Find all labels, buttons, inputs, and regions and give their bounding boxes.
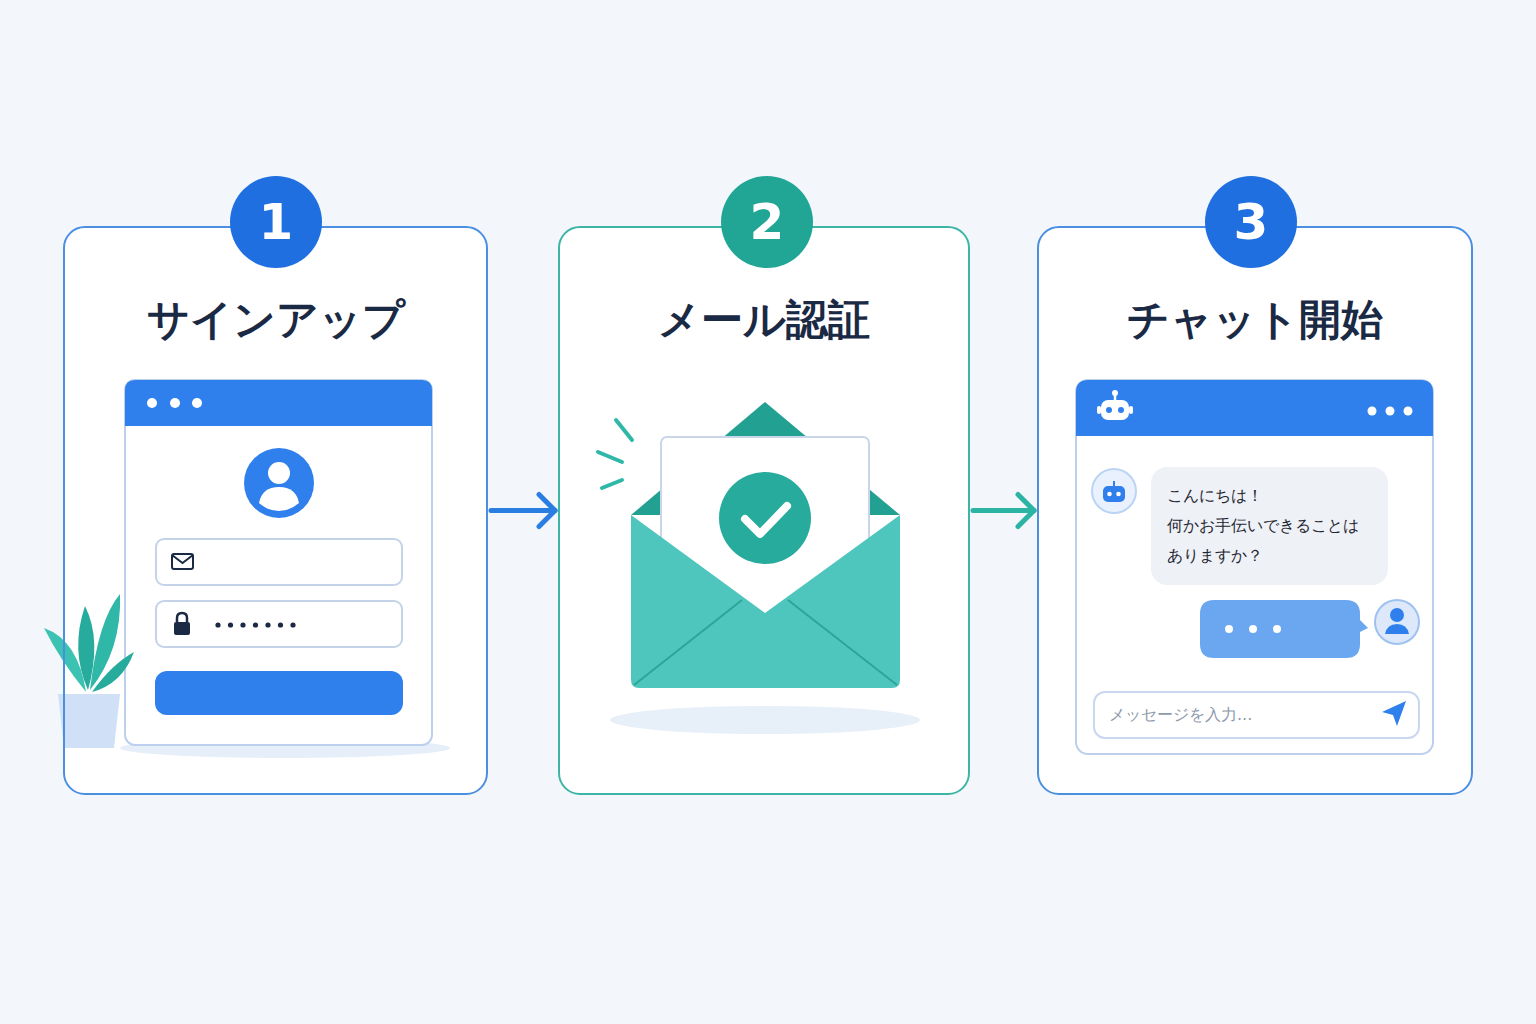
envelope-fold xyxy=(634,600,897,685)
email-field xyxy=(156,539,402,585)
password-dot xyxy=(265,622,270,627)
step-panel: サインアップ1 xyxy=(63,226,488,795)
robot-antenna-tip xyxy=(1112,390,1118,396)
send-icon xyxy=(1382,701,1406,726)
panel-ground xyxy=(1037,226,1473,795)
password-dot xyxy=(253,622,258,627)
plant xyxy=(44,594,134,748)
window-dot xyxy=(170,398,180,408)
user-avatar xyxy=(1375,600,1419,644)
user-avatar-body xyxy=(1385,624,1409,634)
user-avatar-head xyxy=(1390,608,1404,622)
step-number: 1 xyxy=(259,197,294,247)
chat-message: こんにちは！ 何かお手伝いできることは ありますか？ xyxy=(1167,481,1372,571)
typing-dot xyxy=(1225,625,1233,633)
password-field xyxy=(156,601,402,647)
submit-button xyxy=(155,671,403,715)
step-number: 3 xyxy=(1234,197,1269,247)
pot xyxy=(58,694,120,748)
window-dot xyxy=(147,398,157,408)
robot-eye xyxy=(1106,407,1112,413)
step-title: サインアップ xyxy=(65,292,486,348)
avatar-body xyxy=(259,487,299,511)
lock-shackle xyxy=(177,613,187,622)
panel-ground xyxy=(63,226,488,795)
check-circle xyxy=(719,472,811,564)
input-placeholder: メッセージを入力... xyxy=(1109,705,1252,726)
bot-avatar-robot xyxy=(1103,481,1125,502)
robot-ear xyxy=(1129,406,1133,414)
step-number-circle: 1 xyxy=(230,176,322,268)
password-dot xyxy=(240,622,245,627)
step-title: メール認証 xyxy=(560,292,968,348)
password-dot xyxy=(215,622,220,627)
lock-icon xyxy=(174,622,190,635)
robot-eye xyxy=(1118,407,1124,413)
step-number: 2 xyxy=(750,197,785,247)
message-input: メッセージを入力... xyxy=(1093,691,1420,739)
envelope-front xyxy=(631,515,900,688)
window-header xyxy=(125,380,432,426)
leaf xyxy=(92,652,134,692)
step-title: チャット開始 xyxy=(1039,292,1471,348)
mail-illustration xyxy=(598,402,920,734)
step-number-circle: 3 xyxy=(1205,176,1297,268)
robot-icon xyxy=(1097,390,1133,420)
avatar xyxy=(244,448,314,518)
flow-arrow xyxy=(491,508,555,513)
robot-eye xyxy=(1107,492,1112,497)
shadow xyxy=(610,706,920,734)
window-dot xyxy=(192,398,202,408)
chat-window xyxy=(1076,380,1433,754)
robot-eye xyxy=(1116,492,1121,497)
leaf xyxy=(44,628,86,692)
signup-form-illustration xyxy=(44,380,450,758)
avatar-head xyxy=(268,462,290,484)
check-mark xyxy=(745,506,787,534)
robot-head xyxy=(1101,400,1129,420)
robot-ear xyxy=(1097,406,1101,414)
mail-icon-flap xyxy=(172,555,193,563)
menu-dot xyxy=(1368,407,1377,416)
flow-arrow xyxy=(973,508,1034,513)
chat-header xyxy=(1076,380,1433,436)
mail-icon xyxy=(172,554,193,569)
chat-bubble: こんにちは！ 何かお手伝いできることは ありますか？ xyxy=(1151,467,1388,585)
step-panel: チャット開始3こんにちは！ 何かお手伝いできることは ありますか？メッセージを入… xyxy=(1037,226,1473,795)
menu-dot xyxy=(1404,407,1413,416)
password-dot xyxy=(290,622,295,627)
typing-dot xyxy=(1273,625,1281,633)
sparkle xyxy=(598,420,632,488)
robot-head xyxy=(1103,486,1125,502)
panel-ground xyxy=(558,226,970,795)
bot-avatar xyxy=(1092,469,1136,513)
password-dots xyxy=(215,622,295,627)
form-window xyxy=(125,380,432,745)
panel-grounds xyxy=(63,226,1473,795)
input-ground xyxy=(1091,689,1418,737)
menu-dot xyxy=(1386,407,1395,416)
typing-dot xyxy=(1249,625,1257,633)
chat-illustration xyxy=(1076,380,1433,754)
step-panel: メール認証2 xyxy=(558,226,970,795)
password-dot xyxy=(278,622,283,627)
password-dot xyxy=(228,622,233,627)
user-bubble xyxy=(1200,600,1368,658)
robot-antenna xyxy=(1113,481,1115,486)
step-number-circle: 2 xyxy=(721,176,813,268)
